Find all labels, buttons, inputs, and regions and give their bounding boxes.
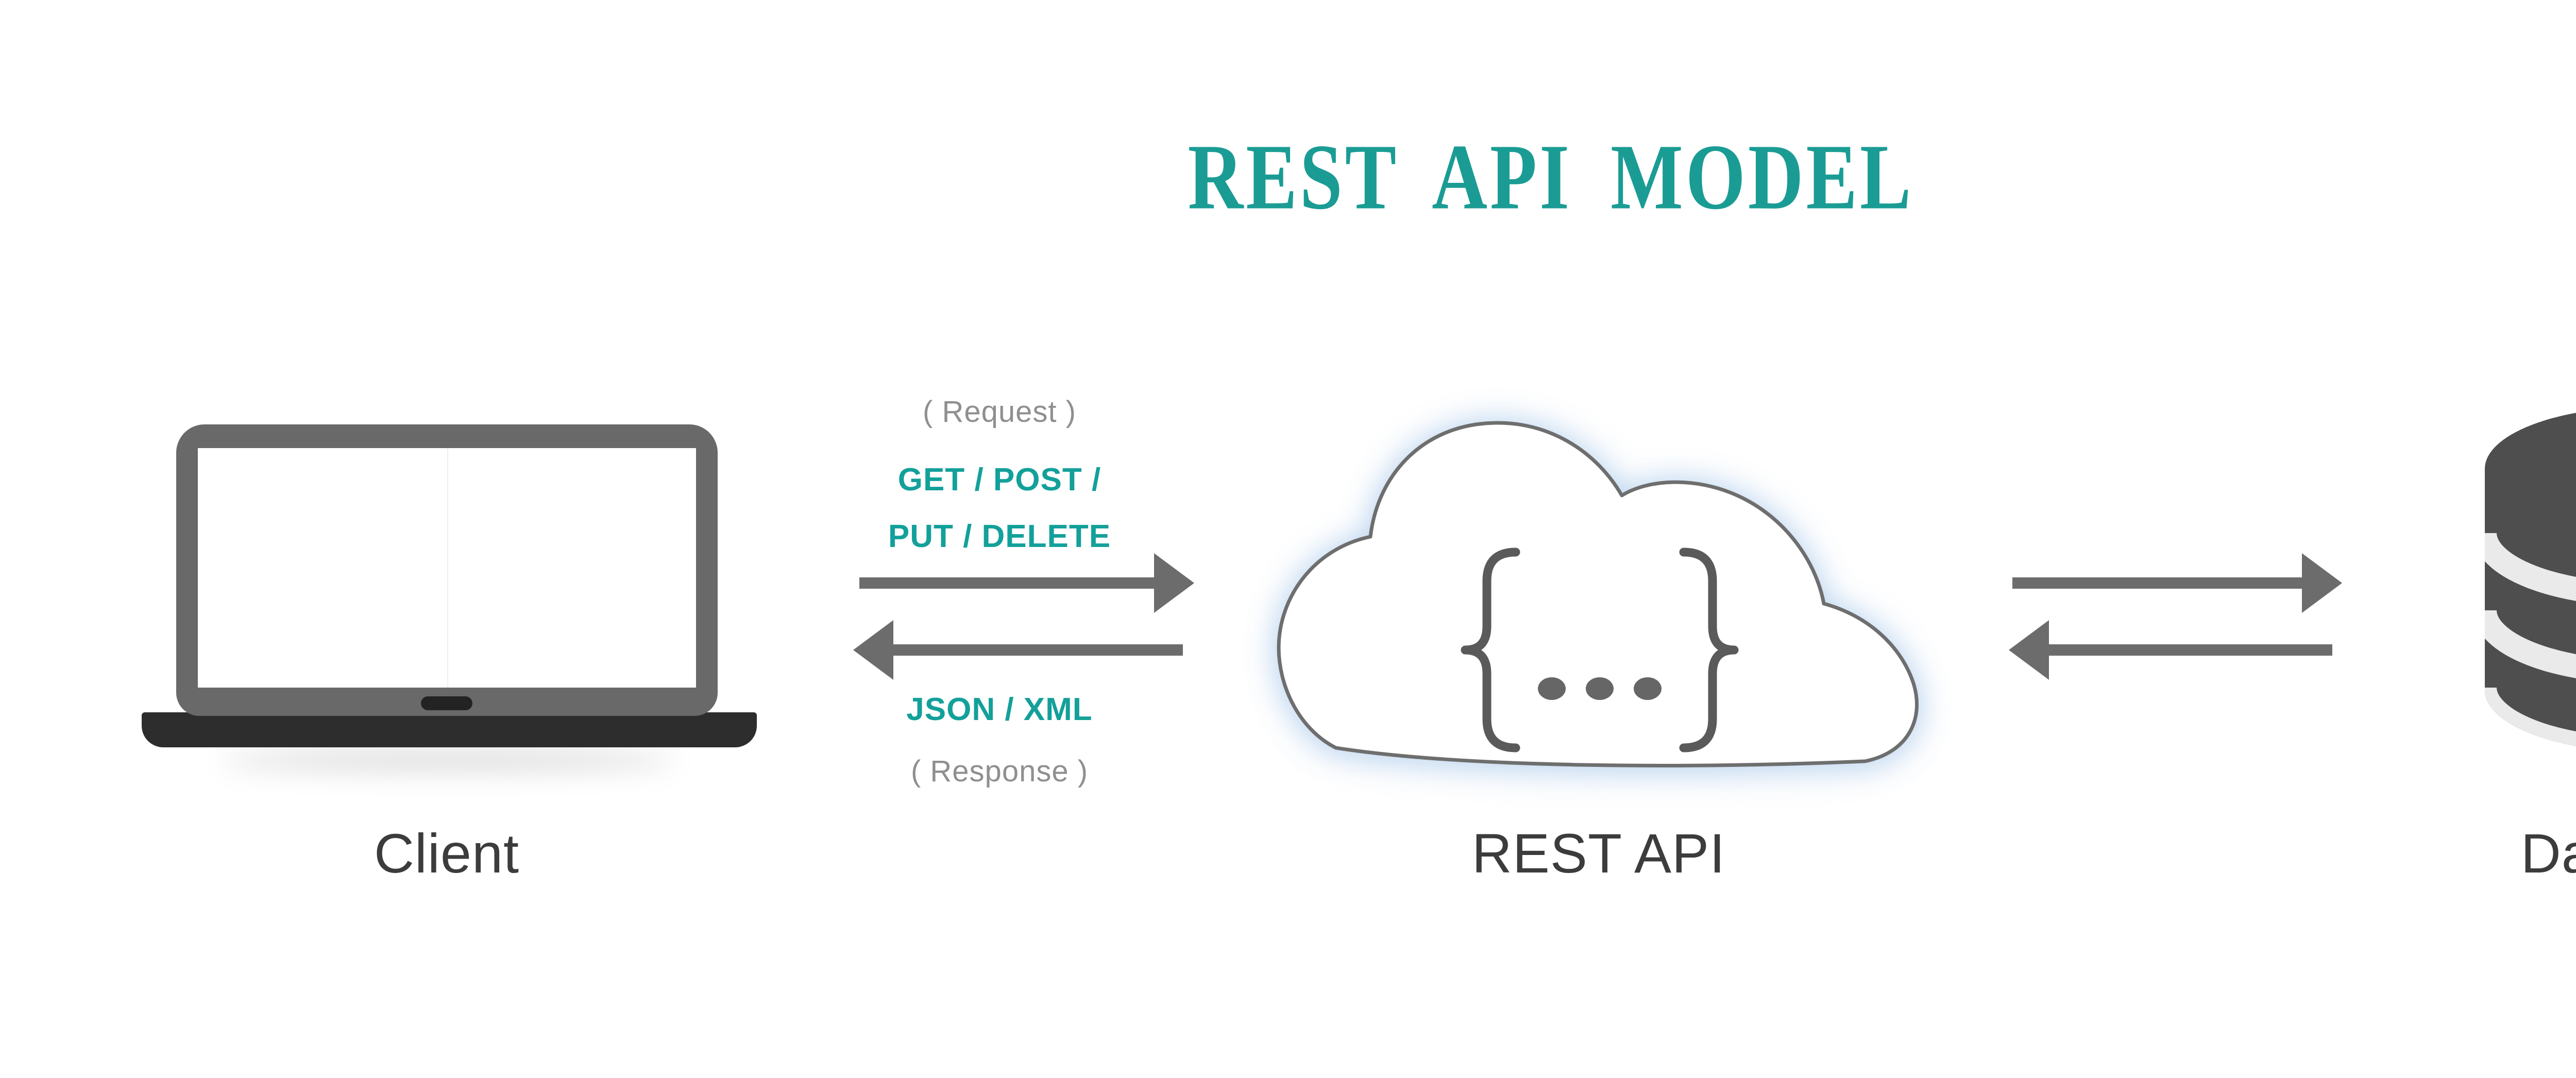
response-formats: JSON / XML: [906, 692, 1093, 727]
arrow-shaft: [859, 577, 1155, 589]
arrow-head: [1154, 553, 1194, 613]
arrow-shaft: [2048, 644, 2332, 656]
arrow-head: [2009, 620, 2049, 680]
api-label: REST API: [1471, 822, 1726, 884]
request-methods-line2: PUT / DELETE: [888, 519, 1111, 554]
request-methods-line1: GET / POST /: [897, 462, 1101, 498]
request-arrow-right-icon: [859, 553, 1194, 613]
database-stripes: [2485, 532, 2576, 752]
arrow-head: [853, 620, 893, 680]
ellipsis-dots-icon: [1538, 677, 1662, 700]
cloud-outline: [1277, 421, 1919, 767]
laptop-lid: [176, 424, 718, 716]
database-label: Database: [2520, 822, 2576, 884]
arrow-shaft: [892, 644, 1183, 656]
request-annotation: ( Request ): [923, 395, 1076, 429]
arrow-head: [2302, 553, 2342, 613]
diagram-title: REST API MODEL: [1188, 125, 1914, 229]
db-api-arrow-left-icon: [2009, 620, 2332, 680]
laptop-screen-seam: [447, 448, 448, 688]
arrow-shaft: [2012, 577, 2303, 589]
laptop-screen: [198, 448, 696, 688]
client-label: Client: [374, 822, 520, 884]
laptop-notch: [421, 696, 472, 710]
laptop-base: [142, 712, 757, 747]
response-arrow-left-icon: [853, 620, 1183, 680]
cloud-icon: [1277, 421, 1919, 767]
curly-braces-icon: [1461, 547, 1739, 752]
response-annotation: ( Response ): [910, 755, 1089, 788]
database-cylinder-icon: [2485, 413, 2576, 752]
laptop-shadow: [222, 751, 675, 769]
api-db-arrow-right-icon: [2012, 553, 2342, 613]
